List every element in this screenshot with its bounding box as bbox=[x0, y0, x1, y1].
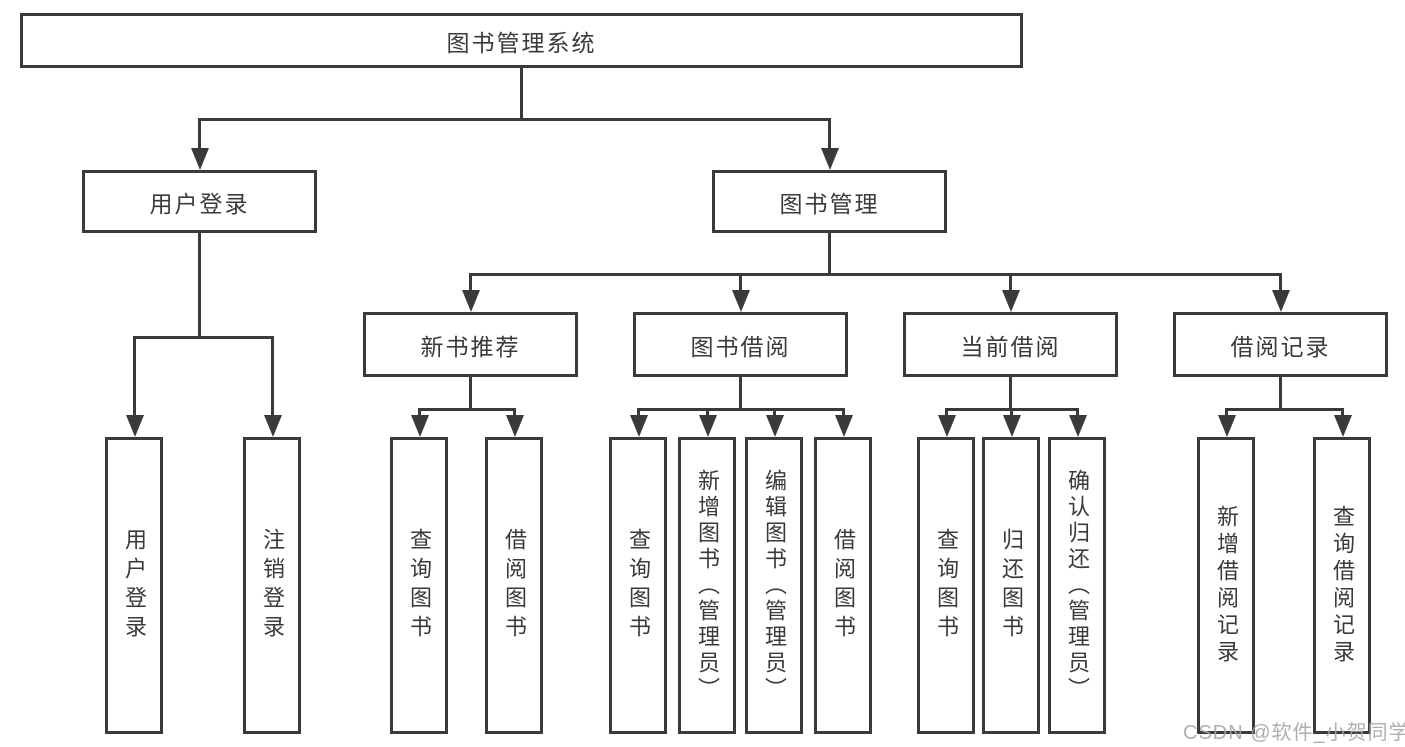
node-user-login-label: 用户登录 bbox=[149, 190, 250, 217]
connector-records-stub bbox=[1279, 377, 1282, 411]
node-book-borrow: 图书借阅 bbox=[633, 312, 848, 377]
leaf-newbooks-query-books: 查询图书 bbox=[390, 437, 448, 734]
node-root: 图书管理系统 bbox=[20, 13, 1023, 68]
arrow-to-book-borrow bbox=[731, 275, 750, 312]
node-user-login: 用户登录 bbox=[82, 170, 317, 233]
node-book-borrow-label: 图书借阅 bbox=[690, 333, 791, 360]
arrow-to-bookborrow-borrow bbox=[834, 410, 853, 437]
leaf-add-book-admin-label: 新增图书（管理员） bbox=[695, 468, 720, 703]
leaf-edit-book-admin: 编辑图书（管理员） bbox=[745, 437, 803, 734]
leaf-borrow-query-books-label: 查询图书 bbox=[626, 527, 651, 644]
connector-records-rail bbox=[1225, 408, 1344, 411]
connector-current-stub bbox=[1009, 377, 1012, 411]
arrow-to-newbooks-query bbox=[410, 410, 429, 437]
node-new-book-recommend: 新书推荐 bbox=[363, 312, 578, 377]
arrow-to-leaf-logout bbox=[263, 338, 282, 437]
node-root-label: 图书管理系统 bbox=[446, 29, 597, 56]
arrow-to-current-query bbox=[937, 410, 956, 437]
node-current-borrow-label: 当前借阅 bbox=[960, 333, 1061, 360]
connector-root-stub bbox=[520, 68, 523, 121]
arrow-to-add-book bbox=[698, 410, 717, 437]
connector-bookborrow-rail bbox=[637, 408, 845, 411]
leaf-confirm-return-admin: 确认归还（管理员） bbox=[1048, 437, 1106, 734]
connector-root-rail bbox=[198, 118, 831, 121]
arrow-to-new-book-recommend bbox=[461, 275, 480, 312]
arrow-to-add-record bbox=[1217, 410, 1236, 437]
leaf-logout: 注销登录 bbox=[243, 437, 301, 734]
arrow-to-newbooks-borrow bbox=[505, 410, 524, 437]
node-borrow-records: 借阅记录 bbox=[1173, 312, 1388, 377]
leaf-user-login-label: 用户登录 bbox=[122, 527, 147, 644]
leaf-user-login: 用户登录 bbox=[105, 437, 163, 734]
leaf-borrow-borrow-books-label: 借阅图书 bbox=[831, 527, 856, 644]
leaf-current-query-books-label: 查询图书 bbox=[934, 527, 959, 644]
arrow-to-query-record bbox=[1333, 410, 1352, 437]
connector-current-rail bbox=[945, 408, 1079, 411]
arrow-to-edit-book bbox=[765, 410, 784, 437]
connector-newbooks-rail bbox=[418, 408, 516, 411]
arrow-to-leaf-user-login bbox=[125, 338, 144, 437]
connector-book-mgmt-stub bbox=[828, 233, 831, 276]
node-current-borrow: 当前借阅 bbox=[903, 312, 1118, 377]
leaf-current-query-books: 查询图书 bbox=[917, 437, 975, 734]
connector-newbooks-stub bbox=[469, 377, 472, 411]
leaf-query-borrow-record-label: 查询借阅记录 bbox=[1330, 504, 1355, 667]
arrow-to-current-borrow bbox=[1001, 275, 1020, 312]
arrow-to-return-book bbox=[1002, 410, 1021, 437]
node-book-management-label: 图书管理 bbox=[779, 190, 880, 217]
leaf-return-book: 归还图书 bbox=[982, 437, 1040, 734]
connector-book-mgmt-rail bbox=[469, 273, 1282, 276]
leaf-newbooks-borrow-books: 借阅图书 bbox=[485, 437, 543, 734]
node-borrow-records-label: 借阅记录 bbox=[1230, 333, 1331, 360]
connector-user-login-stub bbox=[198, 233, 201, 339]
node-book-management: 图书管理 bbox=[712, 170, 947, 233]
leaf-logout-label: 注销登录 bbox=[260, 527, 285, 644]
leaf-newbooks-query-books-label: 查询图书 bbox=[407, 527, 432, 644]
arrow-to-confirm-return bbox=[1068, 410, 1087, 437]
arrow-to-book-management bbox=[820, 120, 839, 170]
leaf-newbooks-borrow-books-label: 借阅图书 bbox=[502, 527, 527, 644]
arrow-to-bookborrow-query bbox=[629, 410, 648, 437]
node-new-book-recommend-label: 新书推荐 bbox=[420, 333, 521, 360]
leaf-confirm-return-admin-label: 确认归还（管理员） bbox=[1065, 468, 1090, 703]
connector-bookborrow-stub bbox=[739, 377, 742, 411]
arrow-to-user-login bbox=[190, 120, 209, 170]
connector-user-login-rail bbox=[133, 336, 274, 339]
leaf-add-borrow-record: 新增借阅记录 bbox=[1197, 437, 1255, 734]
leaf-borrow-borrow-books: 借阅图书 bbox=[814, 437, 872, 734]
leaf-edit-book-admin-label: 编辑图书（管理员） bbox=[762, 468, 787, 703]
leaf-add-book-admin: 新增图书（管理员） bbox=[678, 437, 736, 734]
leaf-borrow-query-books: 查询图书 bbox=[609, 437, 667, 734]
leaf-return-book-label: 归还图书 bbox=[999, 527, 1024, 644]
arrow-to-borrow-records bbox=[1271, 275, 1290, 312]
leaf-query-borrow-record: 查询借阅记录 bbox=[1313, 437, 1371, 734]
leaf-add-borrow-record-label: 新增借阅记录 bbox=[1214, 504, 1239, 667]
watermark: CSDN @软件_小贺同学 bbox=[1183, 722, 1405, 744]
